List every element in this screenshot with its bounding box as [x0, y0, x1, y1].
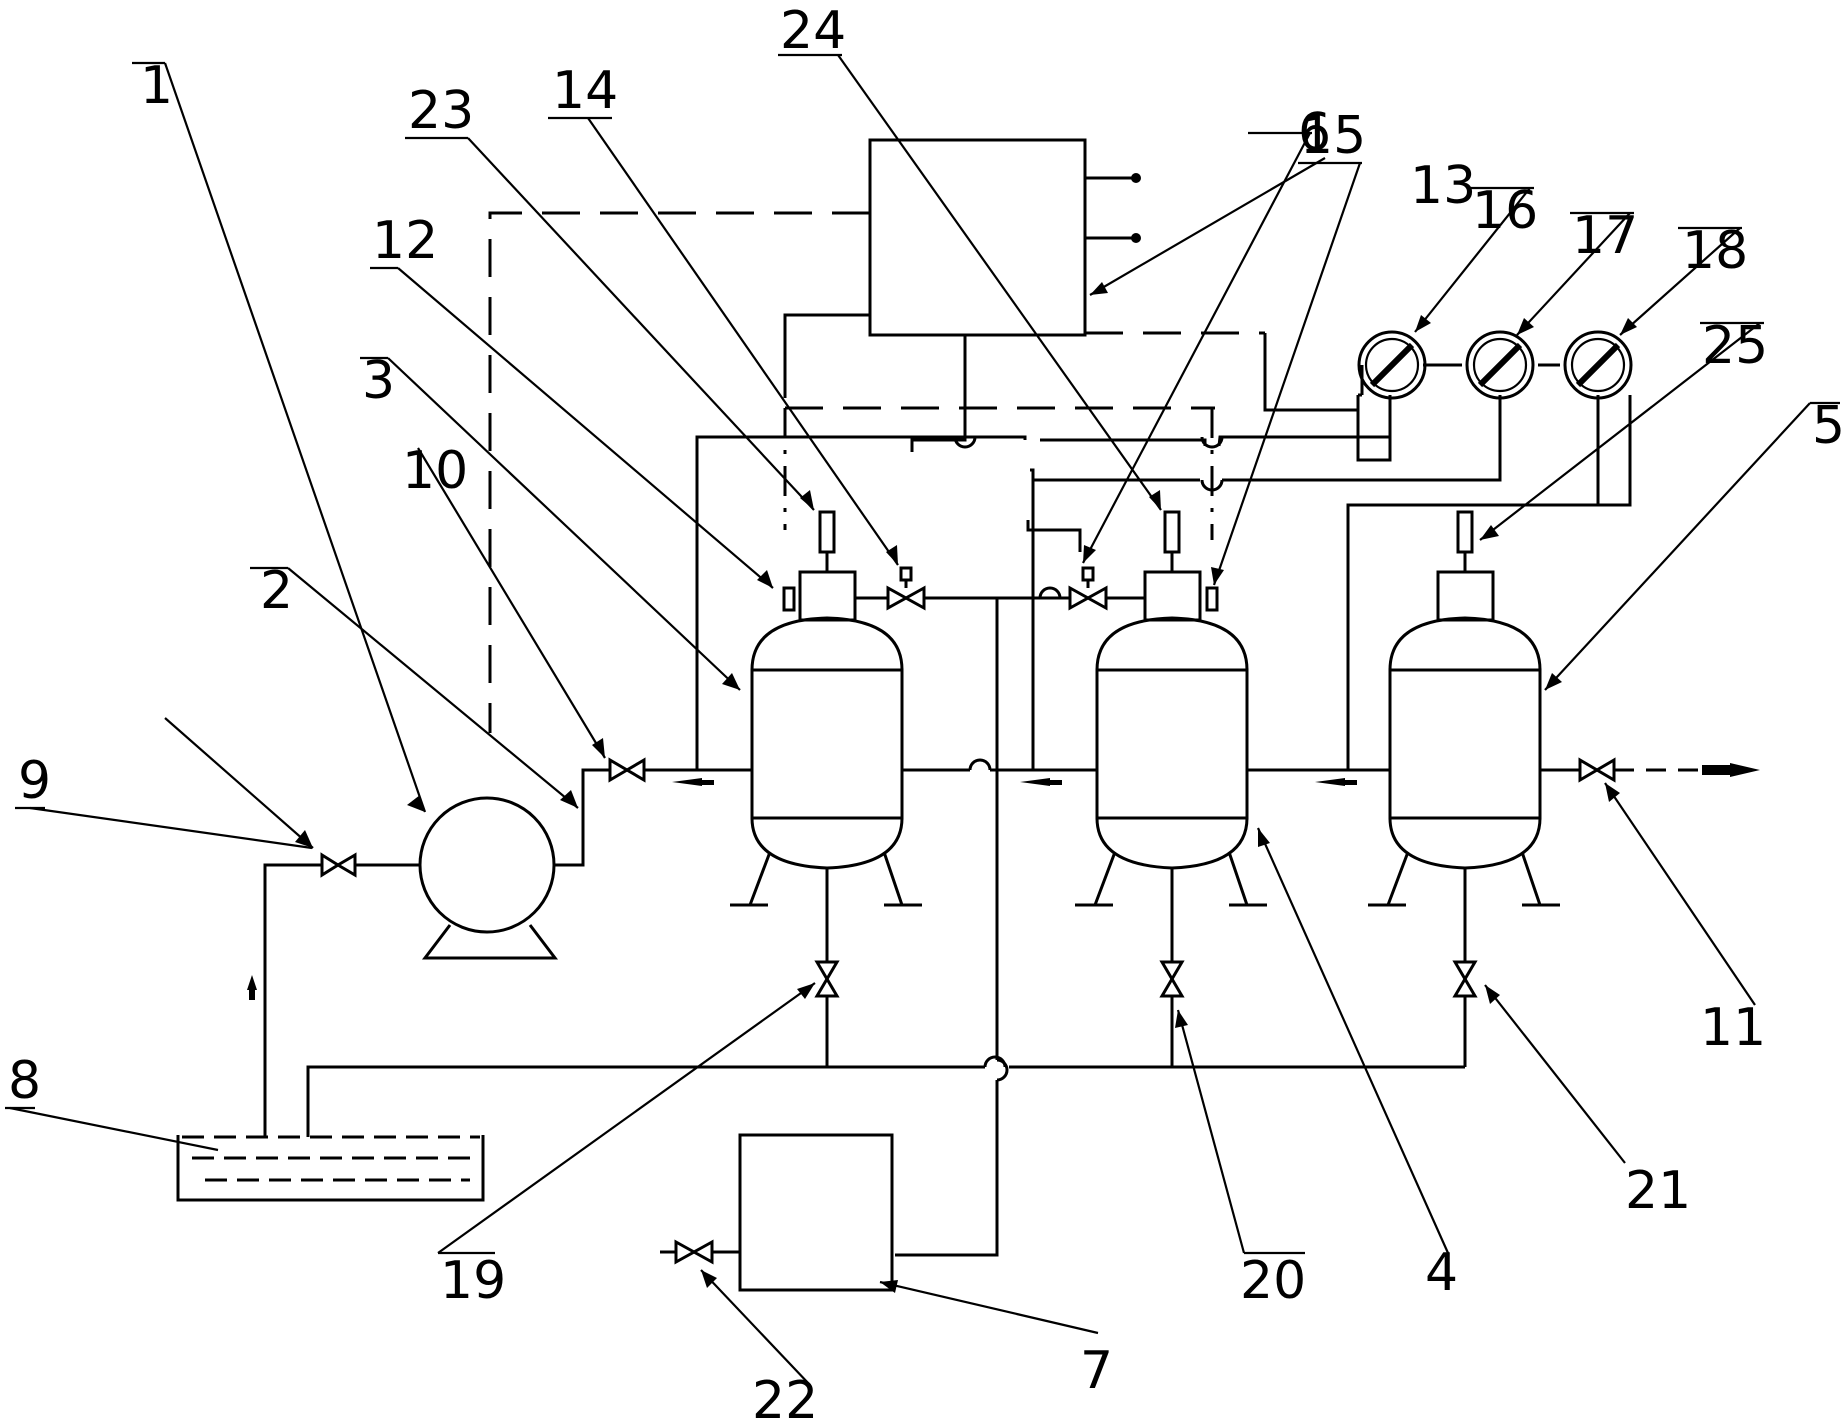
label-5: 5 [1812, 396, 1843, 456]
gauge-18 [1563, 330, 1633, 400]
feed-pipe [644, 768, 752, 786]
control-box [868, 138, 1141, 337]
leader-lines [9, 54, 1811, 1386]
reservoir-tank [176, 1135, 485, 1202]
reactor-tank-3 [730, 510, 922, 962]
label-9: 9 [18, 751, 51, 811]
reactor-tank-5 [1368, 510, 1560, 962]
label-1: 1 [140, 56, 173, 116]
valve-11 [1578, 757, 1616, 783]
valve-21 [1452, 960, 1478, 998]
gauge-16 [1357, 330, 1427, 400]
valve-10 [608, 757, 646, 783]
gauge-17 [1465, 330, 1535, 400]
valve-15 [1068, 566, 1108, 611]
label-23: 23 [408, 81, 474, 141]
valve-20 [1159, 960, 1185, 998]
vessel-7 [660, 1133, 894, 1292]
valve-14 [886, 566, 926, 611]
label-12: 12 [372, 211, 438, 271]
valve-9 [320, 852, 357, 878]
label-7: 7 [1080, 1341, 1113, 1401]
label-6: 6 [1298, 103, 1331, 163]
label-10: 10 [402, 441, 468, 501]
label-21: 21 [1625, 1161, 1691, 1221]
control-signal-lines [488, 211, 1265, 733]
label-16: 16 [1472, 181, 1538, 241]
label-19: 19 [440, 1251, 506, 1311]
label-underlines [5, 53, 1840, 1255]
gas-supply-pipe [895, 598, 1009, 1257]
label-22: 22 [752, 1371, 818, 1421]
part-labels: 1 2 3 4 5 6 7 8 9 10 11 12 13 14 15 16 1… [8, 1, 1843, 1421]
label-17: 17 [1572, 206, 1638, 266]
label-25: 25 [1702, 316, 1768, 376]
label-2: 2 [260, 561, 293, 621]
label-8: 8 [8, 1051, 41, 1111]
label-13: 13 [1410, 156, 1476, 216]
leader-arrowheads [295, 282, 1637, 1293]
signal-wiring [695, 313, 1632, 770]
label-15: 15 [1300, 106, 1366, 166]
valve-19 [814, 960, 840, 998]
label-20: 20 [1240, 1251, 1306, 1311]
reactor-tank-4 [1075, 510, 1267, 962]
label-18: 18 [1682, 221, 1748, 281]
label-24: 24 [780, 1, 846, 61]
suction-pipe [247, 863, 420, 1137]
label-3: 3 [362, 351, 395, 411]
drain-return-line [306, 996, 1467, 1137]
label-11: 11 [1700, 998, 1766, 1058]
valve-22 [674, 1239, 714, 1265]
inter-tank-pipes [902, 758, 1760, 786]
label-14: 14 [552, 61, 618, 121]
label-4: 4 [1425, 1243, 1458, 1303]
pump [418, 768, 610, 960]
